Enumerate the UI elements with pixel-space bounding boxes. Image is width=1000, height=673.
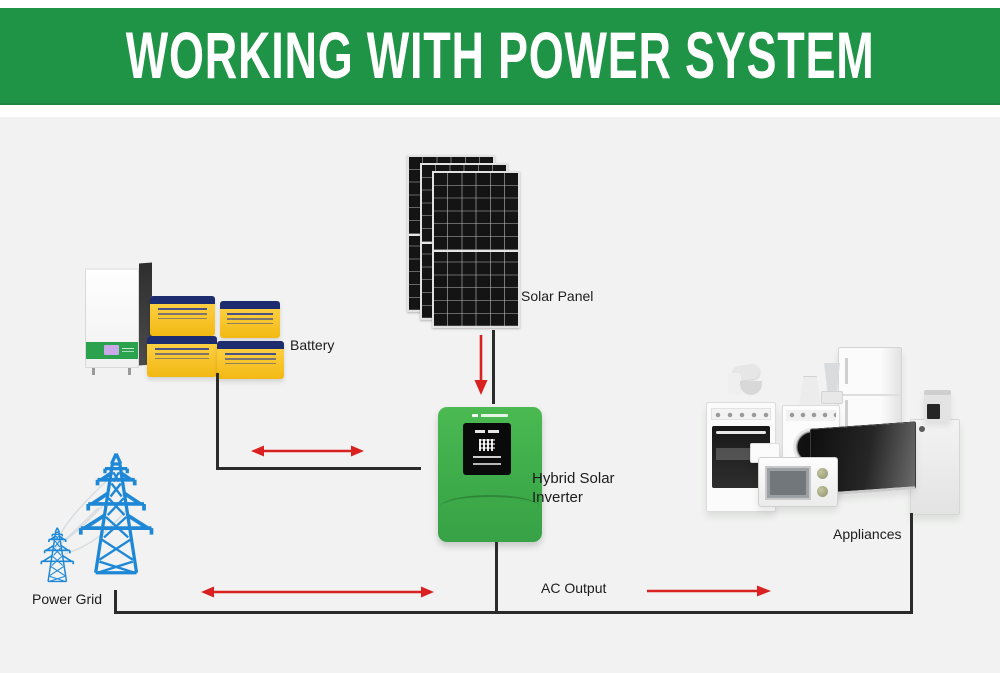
microwave-window	[765, 466, 811, 500]
header-banner: WORKING WITH POWER SYSTEM	[0, 8, 1000, 105]
inverter-seam	[440, 495, 540, 509]
battery-unit	[220, 301, 280, 338]
diagram-area: Solar Panel Battery Hybrid Solar Inverte…	[0, 117, 1000, 673]
power-grid-label: Power Grid	[32, 591, 103, 607]
battery-wire-vertical	[216, 373, 219, 469]
cabinet-foot	[92, 368, 95, 375]
battery-unit	[147, 336, 217, 377]
coffee-maker-icon	[924, 390, 951, 421]
grid-wire-stub	[114, 590, 117, 614]
ac-output-label: AC Output	[541, 580, 607, 596]
battery-cabinet	[85, 268, 139, 368]
blender-base	[821, 391, 843, 404]
microwave-knob	[817, 468, 828, 479]
cabinet-foot	[128, 368, 131, 375]
blender-icon	[824, 363, 840, 393]
page-title: WORKING WITH POWER SYSTEM	[125, 18, 875, 93]
inverter-logo	[472, 414, 508, 417]
inverter-label-line1: Hybrid Solar	[532, 470, 615, 487]
battery-unit	[217, 341, 284, 379]
inverter-qr-code	[479, 439, 495, 451]
appliances-wire	[910, 513, 913, 614]
inverter-label: Hybrid Solar Inverter	[532, 469, 615, 507]
inverter-label-line2: Inverter	[532, 489, 583, 506]
power-grid-icon	[40, 451, 154, 583]
microwave-icon	[758, 457, 838, 507]
kettle-icon	[799, 375, 821, 405]
solar-panel-front	[432, 171, 520, 328]
ac-output-arrow	[647, 585, 771, 597]
battery-cabinet-stripe	[86, 342, 138, 359]
solar-inverter-wire	[492, 330, 495, 404]
mixer-stand	[728, 373, 741, 395]
battery-wire-horizontal	[216, 467, 421, 470]
battery-unit	[150, 296, 215, 336]
oven-control-panel	[711, 408, 771, 420]
inverter-output-wire	[495, 542, 498, 614]
dishwasher-icon	[910, 419, 960, 515]
solar-down-arrow	[474, 335, 488, 395]
mixer-bowl	[740, 381, 762, 395]
solar-panel-label: Solar Panel	[521, 288, 594, 304]
inverter-display	[463, 423, 511, 475]
battery-label: Battery	[290, 337, 335, 353]
appliances-icon	[698, 345, 964, 520]
hybrid-inverter-icon	[438, 407, 542, 542]
battery-cabinet-screen	[104, 345, 119, 355]
microwave-knob	[817, 486, 828, 497]
grid-bus-arrow	[201, 586, 434, 598]
appliances-label: Appliances	[833, 526, 902, 542]
battery-inverter-arrow	[251, 445, 364, 457]
washer-control-panel	[786, 410, 836, 421]
bus-wire	[114, 611, 913, 614]
